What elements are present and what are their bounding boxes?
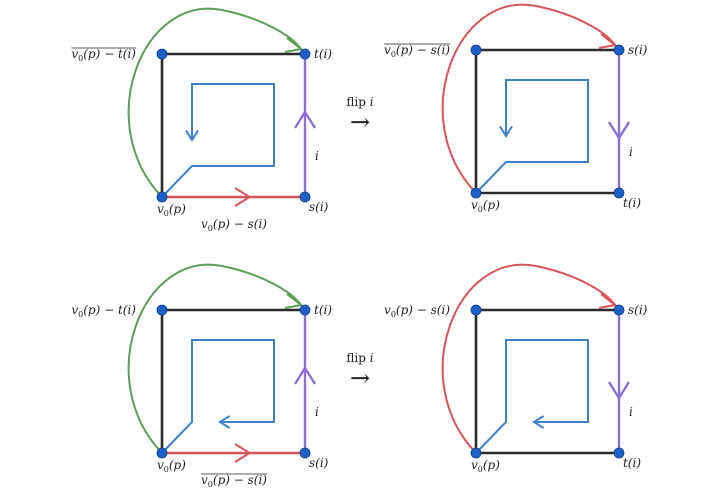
edge-i-arrow: [607, 121, 631, 141]
label-arc: v0(p) − s(i): [384, 43, 450, 59]
vertex-tl: [470, 44, 482, 56]
label-bottom-right: t(i): [623, 196, 641, 210]
vertex-br: [299, 191, 311, 203]
blue-path-arrow: [532, 415, 545, 429]
flip-arrow-icon: →: [350, 108, 370, 136]
label-bottom-left: v0(p): [157, 458, 186, 474]
vertex-tl: [470, 304, 482, 316]
vertex-bl: [156, 191, 168, 203]
label-edge-i: i: [629, 145, 633, 159]
panel-3: t(i) s(i) v0(p) i v0(p) − t(i) v0(p) − s(i): [71, 263, 332, 489]
arc-arrowhead: [598, 33, 618, 49]
panel-2: s(i) t(i) v0(p) i v0(p) − s(i): [384, 3, 648, 214]
arc-path: [127, 263, 302, 454]
label-top-right: t(i): [314, 303, 332, 317]
panel-4: s(i) t(i) v0(p) i v0(p) − s(i): [384, 263, 648, 474]
vertex-bl: [156, 447, 168, 459]
blue-path: [475, 79, 589, 194]
flip-arrow-icon: →: [350, 364, 370, 392]
blue-path: [475, 339, 589, 454]
vertex-tl: [156, 48, 168, 60]
vertex-tr: [613, 44, 625, 56]
vertex-tr: [613, 304, 625, 316]
label-top-right: s(i): [628, 303, 648, 317]
label-bottom-edge: v0(p) − s(i): [201, 217, 267, 233]
label-edge-i: i: [629, 405, 633, 419]
vertex-bl: [470, 187, 482, 199]
label-bottom-left: v0(p): [157, 202, 186, 218]
label-arc: v0(p) − t(i): [71, 47, 136, 63]
label-bottom-left: v0(p): [471, 198, 500, 214]
bottom-edge-arrow: [234, 443, 252, 463]
vertex-tr: [299, 304, 311, 316]
label-edge-i: i: [315, 149, 319, 163]
flip-label: flip i: [346, 95, 373, 109]
arc-path: [127, 7, 302, 198]
bottom-edge-arrow: [234, 187, 252, 207]
arc-path: [441, 263, 616, 454]
blue-path-arrow: [499, 125, 513, 138]
label-bottom-right: s(i): [309, 200, 329, 214]
vertex-bl: [470, 447, 482, 459]
edge-i-arrow: [293, 109, 317, 129]
label-top-right: s(i): [628, 43, 648, 57]
flip-1: flip i→: [346, 95, 373, 136]
flip-label: flip i: [346, 351, 373, 365]
label-arc: v0(p) − t(i): [71, 303, 136, 319]
label-arc: v0(p) − s(i): [384, 303, 450, 319]
arc-arrowhead: [284, 37, 304, 53]
label-bottom-right: t(i): [623, 456, 641, 470]
edge-i-arrow: [607, 381, 631, 401]
vertex-br: [613, 187, 625, 199]
arc-arrowhead: [598, 293, 618, 309]
blue-path-arrow: [185, 129, 199, 142]
arc-path: [441, 3, 616, 194]
label-top-right: t(i): [314, 47, 332, 61]
label-bottom-right: s(i): [309, 456, 329, 470]
vertex-tr: [299, 48, 311, 60]
blue-path: [161, 83, 275, 198]
blue-path: [161, 339, 275, 454]
vertex-br: [613, 447, 625, 459]
flip-2: flip i→: [346, 351, 373, 392]
blue-path-arrow: [218, 415, 231, 429]
arc-arrowhead: [284, 293, 304, 309]
label-bottom-edge: v0(p) − s(i): [201, 473, 267, 489]
label-edge-i: i: [315, 405, 319, 419]
vertex-br: [299, 447, 311, 459]
edge-i-arrow: [293, 365, 317, 385]
label-bottom-left: v0(p): [471, 458, 500, 474]
panel-1: t(i) s(i) v0(p) i v0(p) − t(i) v0(p) − s(i): [71, 7, 332, 233]
vertex-tl: [156, 304, 168, 316]
